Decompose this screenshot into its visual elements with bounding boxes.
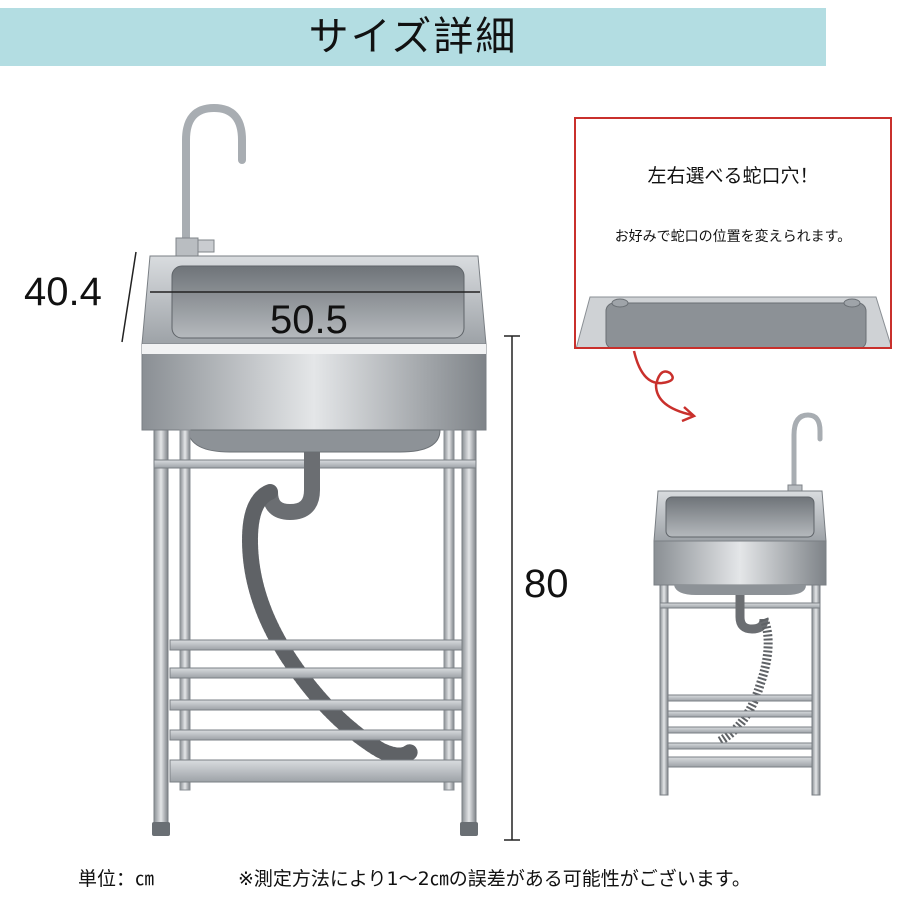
callout-heading: 左右選べる蛇口穴！ [647, 165, 819, 187]
lower-shelf [169, 639, 463, 783]
curved-arrow-icon [632, 350, 697, 423]
width-label: 50.5 [270, 298, 348, 342]
depth-label: 40.4 [24, 270, 102, 314]
faucet-hole-callout: 左右選べる蛇口穴！ お好みで蛇口の位置を変えられます。 [574, 117, 892, 349]
height-label: 80 [524, 562, 569, 606]
rim-closeup [576, 296, 890, 347]
callout-description: お好みで蛇口の位置を変えられます。 [614, 229, 852, 245]
unit-label: 単位：㎝ [78, 868, 155, 890]
faucet-icon [175, 103, 246, 265]
measurement-note: ※測定方法により1～2㎝の誤差がある可能性がございます。 [238, 868, 751, 890]
drain-hose [241, 484, 418, 764]
sink-basin [171, 265, 465, 339]
title-band [0, 8, 826, 66]
small-sink-illustration [653, 412, 827, 796]
page-title: サイズ詳細 [308, 14, 518, 60]
faucet-icon [787, 412, 823, 502]
depth-dimension-line [121, 251, 137, 343]
